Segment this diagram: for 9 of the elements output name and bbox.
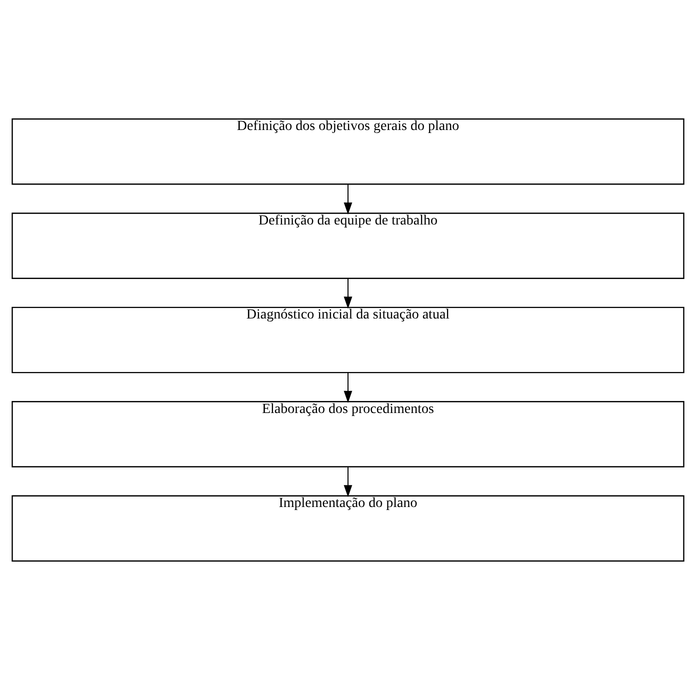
- node-box: Diagnóstico inicial da situação atual: [12, 306, 684, 373]
- arrow: [344, 372, 352, 402]
- arrow: [344, 278, 352, 308]
- arrow: [344, 466, 352, 497]
- node-box: Definição dos objetivos gerais do plano: [12, 118, 684, 184]
- arrow: [344, 183, 352, 214]
- node-box: Definição da equipe de trabalho: [12, 212, 684, 278]
- node-box: Implementação do plano: [12, 494, 684, 562]
- node-box: Elaboração dos procedimentos: [12, 400, 684, 467]
